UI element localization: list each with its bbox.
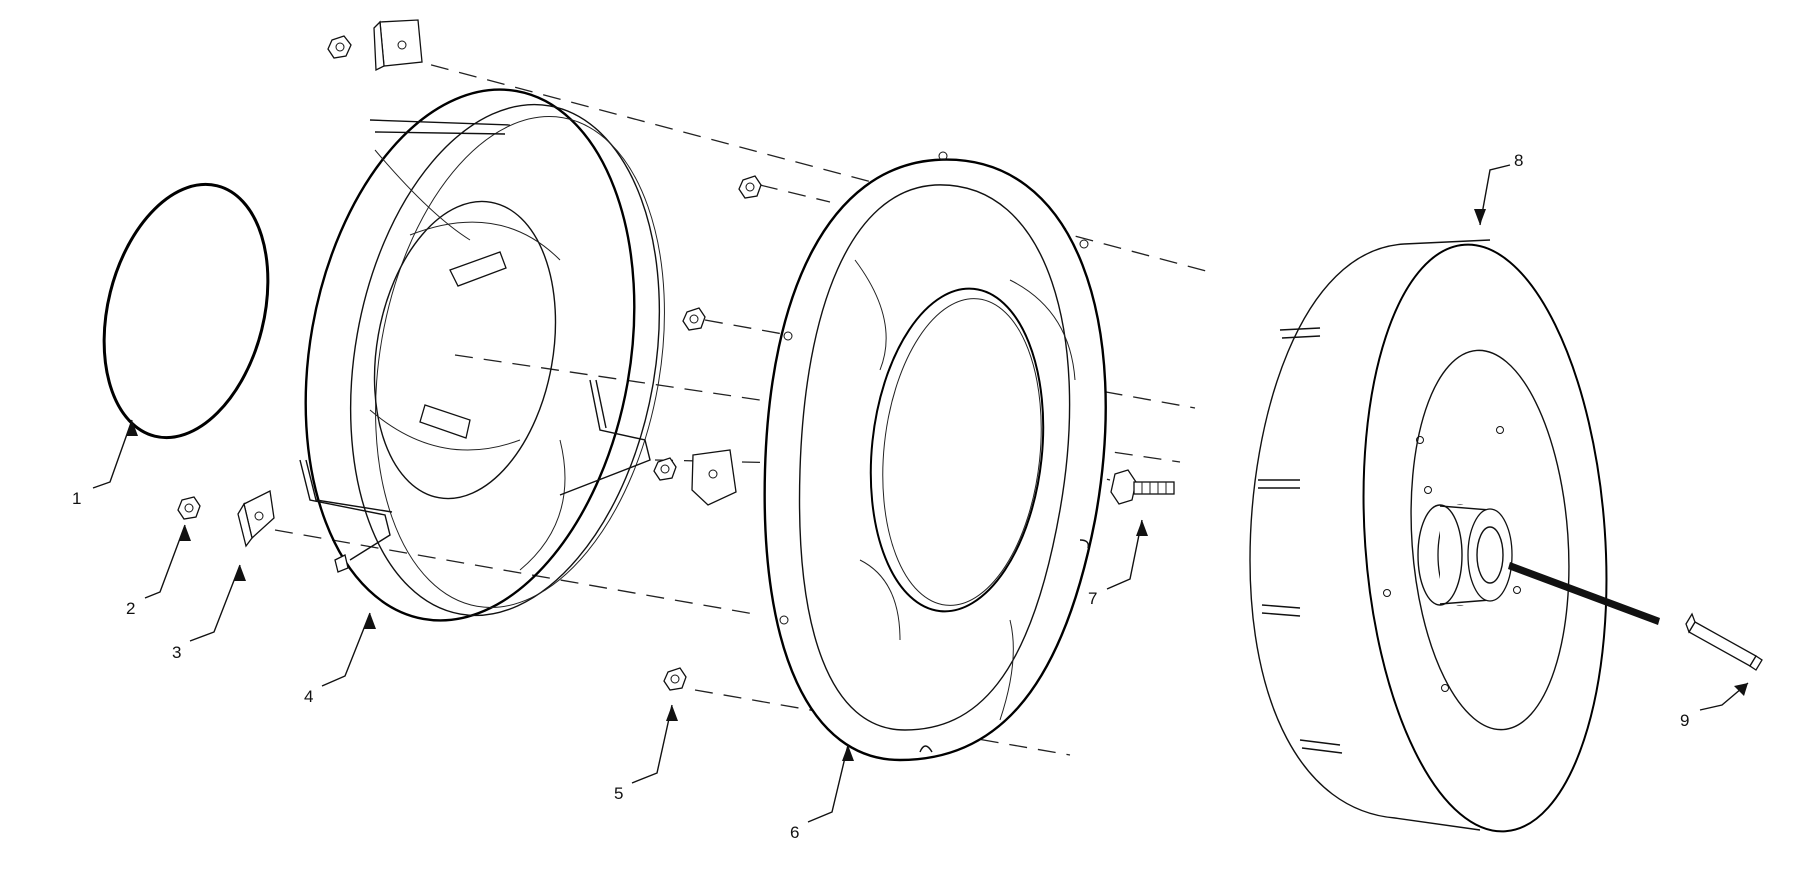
callout-9: 9 [1680,711,1689,730]
part-mounting-plate [763,151,1107,762]
leader-arrowheads [126,209,1748,761]
part-clip-left [237,490,275,548]
part-shaft [1508,562,1660,625]
callout-1: 1 [72,489,81,508]
part-nut-upper-a [738,175,762,199]
part-gasket-ring [102,182,270,440]
part-nut-left [177,496,201,520]
callout-7: 7 [1088,589,1097,608]
part-nut-5 [663,667,687,691]
part-nut-top [327,35,352,59]
part-key [1685,612,1763,671]
part-clip-middle [691,449,737,506]
callout-6: 6 [790,823,799,842]
part-blower-wheel [1249,239,1608,833]
callout-5: 5 [614,784,623,803]
leader-lines [92,164,1749,823]
part-clip-top [373,19,423,72]
part-nut-middle [653,457,677,481]
callout-8: 8 [1514,151,1523,170]
callout-labels: 1 2 3 4 5 6 7 8 9 [72,151,1689,842]
callout-4: 4 [304,687,313,706]
callout-3: 3 [172,643,181,662]
callout-2: 2 [126,599,135,618]
part-stud-bolt [1110,469,1175,505]
part-nut-upper-b [682,307,706,331]
part-inlet-housing [299,88,665,622]
